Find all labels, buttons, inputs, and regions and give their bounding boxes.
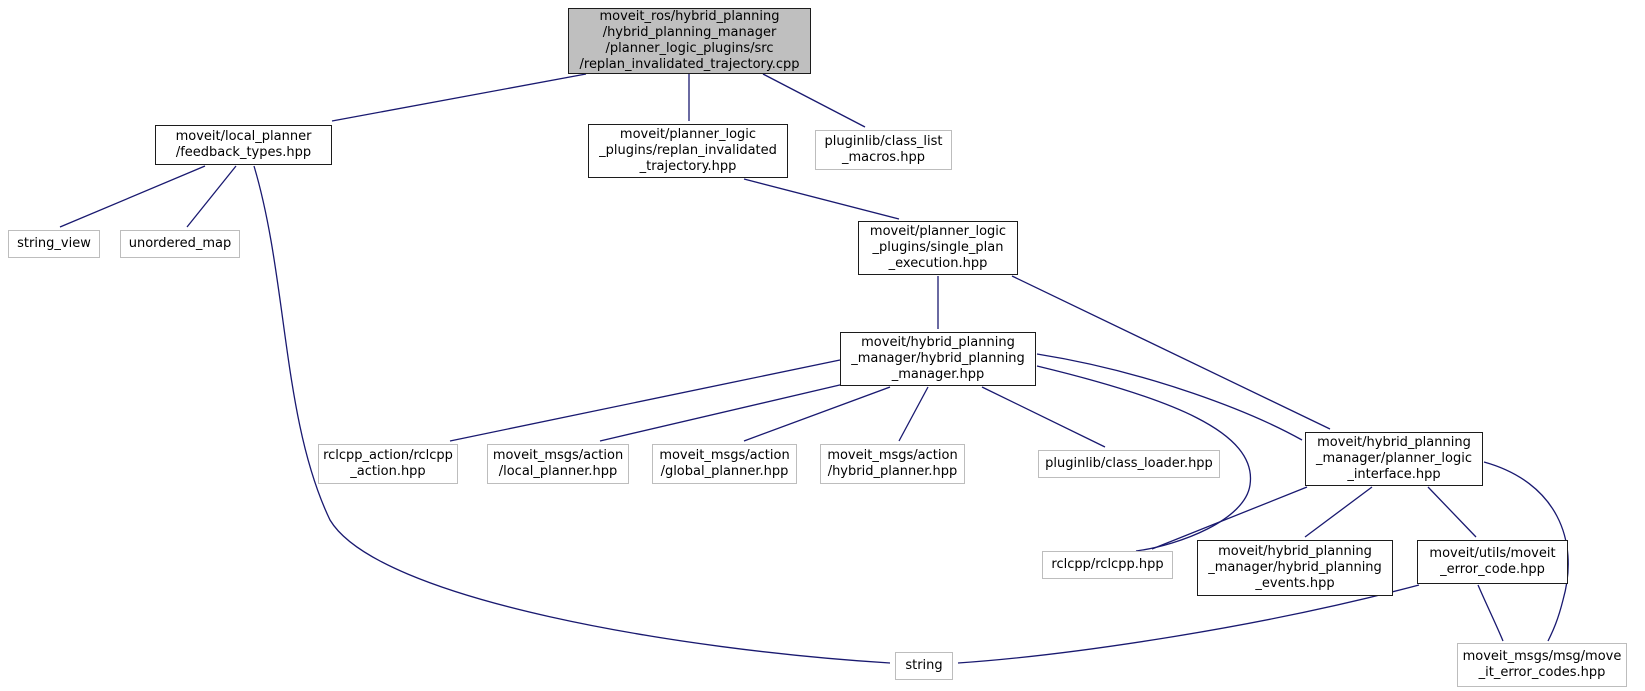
node-hybrid_planning_events[interactable]: moveit/hybrid_planning _manager/hybrid_p… (1197, 540, 1393, 596)
edge-hybrid_planning_manager--class_loader (981, 386, 1106, 448)
node-hybrid_planner_action: moveit_msgs/action /hybrid_planner.hpp (820, 444, 965, 484)
node-planner_logic_interface[interactable]: moveit/hybrid_planning _manager/planner_… (1305, 432, 1483, 486)
node-hybrid_planning_manager[interactable]: moveit/hybrid_planning _manager/hybrid_p… (840, 332, 1036, 386)
node-move_it_error_codes: moveit_msgs/msg/move _it_error_codes.hpp (1457, 643, 1627, 687)
edges-group (59, 73, 1569, 664)
edge-moveit_error_code--move_it_error_codes (1477, 584, 1504, 642)
edge-root--class_list_macros (762, 73, 866, 128)
node-class_loader: pluginlib/class_loader.hpp (1038, 450, 1220, 478)
edge-feedback_types--string (253, 165, 891, 664)
node-rclcpp_action: rclcpp_action/rclcpp _action.hpp (318, 444, 458, 484)
edge-hybrid_planning_manager--planner_logic_interface (1036, 353, 1303, 441)
node-replan_trajectory_hpp[interactable]: moveit/planner_logic _plugins/replan_inv… (588, 124, 788, 178)
edge-hybrid_planning_manager--rclcpp_action (449, 359, 841, 442)
edge-hybrid_planning_manager--hybrid_planner_action (898, 386, 929, 442)
edge-hybrid_planning_manager--local_planner_action (599, 383, 845, 442)
edge-planner_logic_interface--moveit_error_code (1427, 486, 1477, 538)
edge-planner_logic_interface--rclcpp (1151, 486, 1308, 550)
node-unordered_map: unordered_map (120, 230, 240, 258)
edge-single_plan_execution--planner_logic_interface (1011, 275, 1331, 430)
edge-hybrid_planning_manager--global_planner_action (743, 386, 891, 442)
node-root: moveit_ros/hybrid_planning /hybrid_plann… (568, 8, 811, 74)
node-moveit_error_code[interactable]: moveit/utils/moveit _error_code.hpp (1417, 540, 1568, 584)
node-class_list_macros: pluginlib/class_list _macros.hpp (815, 130, 952, 170)
edge-hybrid_planning_manager--rclcpp (1036, 365, 1252, 552)
node-single_plan_execution[interactable]: moveit/planner_logic _plugins/single_pla… (858, 221, 1018, 275)
edge-feedback_types--string_view (59, 165, 206, 228)
node-string: string (895, 652, 953, 680)
node-rclcpp: rclcpp/rclcpp.hpp (1042, 551, 1173, 579)
edge-moveit_error_code--string (957, 584, 1420, 664)
edge-planner_logic_interface--hybrid_planning_events (1304, 486, 1373, 538)
edge-root--feedback_types (331, 73, 587, 122)
edge-feedback_types--unordered_map (186, 165, 237, 228)
node-global_planner_action: moveit_msgs/action /global_planner.hpp (652, 444, 797, 484)
edge-replan_trajectory_hpp--single_plan_execution (743, 178, 900, 220)
node-local_planner_action: moveit_msgs/action /local_planner.hpp (487, 444, 629, 484)
node-feedback_types[interactable]: moveit/local_planner /feedback_types.hpp (155, 125, 332, 165)
node-string_view: string_view (8, 230, 100, 258)
